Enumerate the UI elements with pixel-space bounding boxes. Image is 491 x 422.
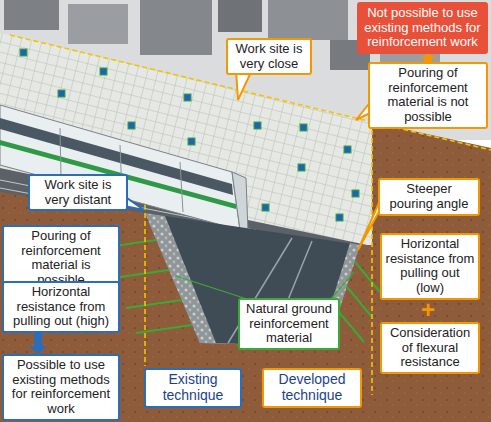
anchor-head xyxy=(254,122,261,129)
callout-box: Horizontal resistance from pulling out (… xyxy=(380,233,480,300)
anchor-head xyxy=(188,138,195,145)
anchor-head xyxy=(184,94,191,101)
callout-box: Horizontal resistance from pulling out (… xyxy=(2,281,120,333)
box-text: Work site is very close xyxy=(231,42,307,71)
building xyxy=(140,0,212,55)
box-text: Horizontal resistance from pulling out (… xyxy=(385,237,475,296)
box-text: Developed technique xyxy=(267,372,357,404)
reinforcement-bar xyxy=(355,262,380,292)
plus-sign: + xyxy=(421,298,435,322)
dashed-outline xyxy=(371,122,373,395)
callout-box: Natural ground reinforcement material xyxy=(238,298,340,350)
reinforcement-bar xyxy=(339,312,364,342)
ground-section xyxy=(0,122,491,422)
anchor-head xyxy=(100,68,107,75)
anchor-head xyxy=(300,124,307,131)
anchor-head xyxy=(262,204,269,211)
reinforcement-bar xyxy=(126,300,182,308)
cut-floor xyxy=(145,213,360,346)
leader-line xyxy=(176,276,250,300)
box-text: Not possible to use existing methods for… xyxy=(362,6,483,50)
train-door xyxy=(60,128,61,178)
anchor-head xyxy=(128,122,135,129)
box-text: Horizontal resistance from pulling out (… xyxy=(7,285,115,329)
anchor-head xyxy=(352,190,359,197)
box-text: Possible to use existing methods for rei… xyxy=(7,358,115,417)
box-text: Pouring of reinforcement material is pos… xyxy=(7,229,115,288)
building xyxy=(268,0,348,40)
block-arrow xyxy=(419,54,437,62)
train-door xyxy=(180,162,183,212)
technique-box: Existing technique xyxy=(144,368,242,408)
box-text: Work site is very distant xyxy=(33,178,123,207)
box-text: Natural ground reinforcement material xyxy=(243,302,335,346)
box-text: Existing technique xyxy=(149,372,237,404)
callout-box: Steeper pouring angle xyxy=(378,178,480,216)
result-box: Not possible to use existing methods for… xyxy=(357,2,488,54)
box-text: Consideration of flexural resistance xyxy=(385,326,475,370)
building xyxy=(218,0,262,32)
dashed-outline xyxy=(144,205,146,366)
reinforcement-bar xyxy=(347,287,372,317)
building xyxy=(68,4,128,44)
anchor-head xyxy=(298,164,305,171)
callout-box: Work site is very distant xyxy=(28,174,128,211)
technique-box: Developed technique xyxy=(262,368,362,408)
box-text: Steeper pouring angle xyxy=(383,182,475,211)
anchor-head xyxy=(344,146,351,153)
callout-box: Work site is very close xyxy=(226,38,312,75)
reinforcement-bar xyxy=(113,270,169,278)
anchor-head xyxy=(20,49,27,56)
train-front xyxy=(232,172,248,232)
anchor-head xyxy=(336,214,343,221)
result-box: Possible to use existing methods for rei… xyxy=(2,354,120,421)
leader-line xyxy=(330,272,354,300)
anchor-head xyxy=(58,90,65,97)
block-arrow xyxy=(29,333,47,354)
callout-box: Consideration of flexural resistance xyxy=(380,322,480,374)
box-text: Pouring of reinforcement material is not… xyxy=(373,66,483,125)
callout-box: Pouring of reinforcement material is not… xyxy=(368,62,488,129)
building xyxy=(4,0,59,30)
dashed-outline xyxy=(10,35,372,122)
